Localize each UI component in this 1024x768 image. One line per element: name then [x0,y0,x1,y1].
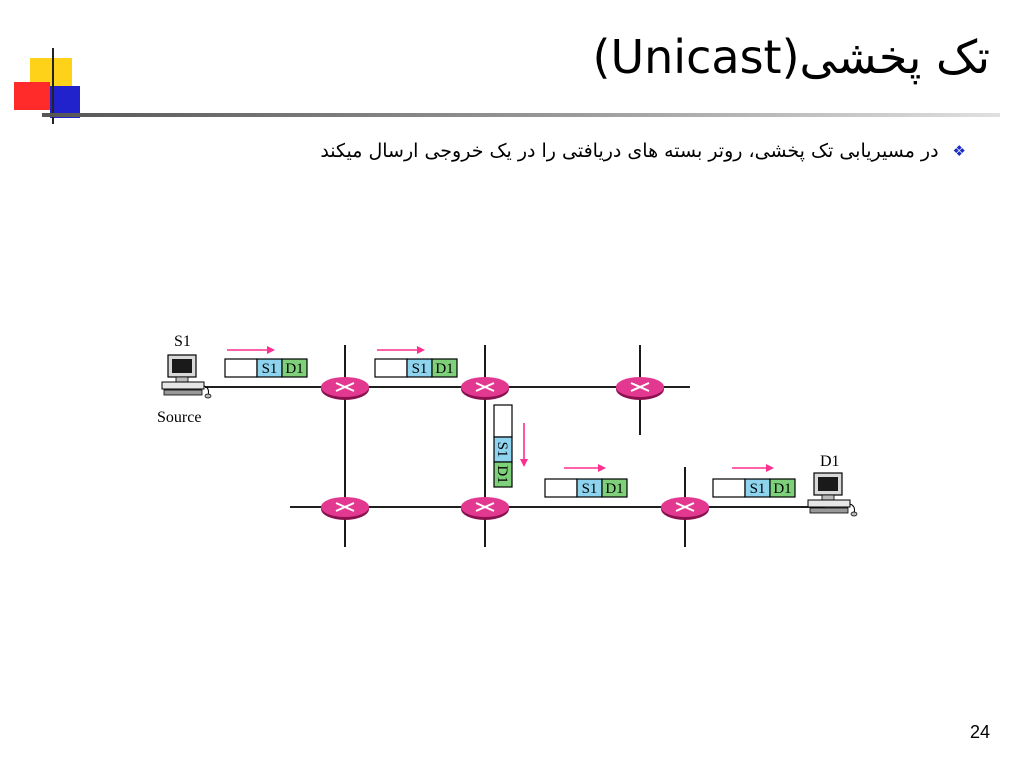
router-icon [616,377,664,400]
destination-label: D1 [820,453,840,470]
packet-source-field: S1 [412,361,428,377]
arrow-icon [732,464,774,472]
packet: S1 D1 [544,478,628,498]
packet-source-field: S1 [262,361,278,377]
router-icon [461,497,509,520]
source-label: S1 [174,333,191,350]
arrow-icon [564,464,606,472]
router-icon [321,377,369,400]
packet-dest-field: D1 [435,361,453,377]
packet: S1 D1 [712,478,796,498]
slide-title: تک پخشی(Unicast) [592,30,990,84]
packet-source-field: S1 [750,481,766,497]
source-computer: S1 Source [157,333,212,426]
title-underline [42,113,1000,117]
packet-dest-field: D1 [773,481,791,497]
arrow-icon [227,346,275,354]
packet-dest-field: D1 [285,361,303,377]
page-number: 24 [969,722,990,742]
packet: S1 D1 [493,404,513,488]
bullet-row: ❖ در مسیریابی تک پخشی، روتر بسته های دری… [320,140,966,162]
router-icon [321,497,369,520]
deco-blue-square [50,86,80,118]
packet: S1 D1 [224,358,308,378]
unicast-network-diagram: S1 Source D1 S1 D1 [157,333,858,547]
router-icon [461,377,509,400]
computer-icon [161,354,212,399]
packet-source-field: S1 [582,481,598,497]
packet-source-field: S1 [494,442,510,458]
source-role-label: Source [157,409,201,426]
computer-icon [807,472,858,517]
packet-dest-field: D1 [605,481,623,497]
arrow-icon [377,346,425,354]
destination-computer: D1 [807,453,858,517]
deco-red-square [14,82,50,110]
packet: S1 D1 [374,358,458,378]
diamond-bullet-icon: ❖ [952,142,966,160]
deco-vertical-line [52,48,54,124]
bullet-text: در مسیریابی تک پخشی، روتر بسته های دریاف… [320,140,939,162]
packet-dest-field: D1 [494,465,510,483]
arrow-icon [520,423,528,467]
router-icon [661,497,709,520]
